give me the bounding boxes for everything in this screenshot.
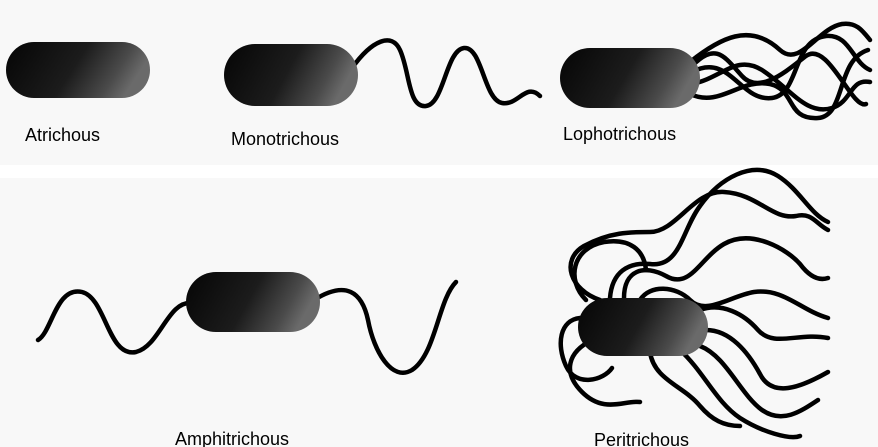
monotrichous-label: Monotrichous — [231, 129, 339, 149]
peritrichous-cell — [578, 298, 708, 356]
atrichous-diagram — [6, 42, 150, 98]
atrichous-label: Atrichous — [25, 125, 100, 145]
amphitrichous-label: Amphitrichous — [175, 429, 289, 447]
amphitrichous-cell — [186, 272, 320, 332]
monotrichous-cell — [224, 44, 358, 106]
lophotrichous-cell — [560, 48, 700, 108]
atrichous-cell — [6, 42, 150, 98]
lophotrichous-label: Lophotrichous — [563, 124, 676, 144]
peritrichous-label: Peritrichous — [594, 430, 689, 447]
